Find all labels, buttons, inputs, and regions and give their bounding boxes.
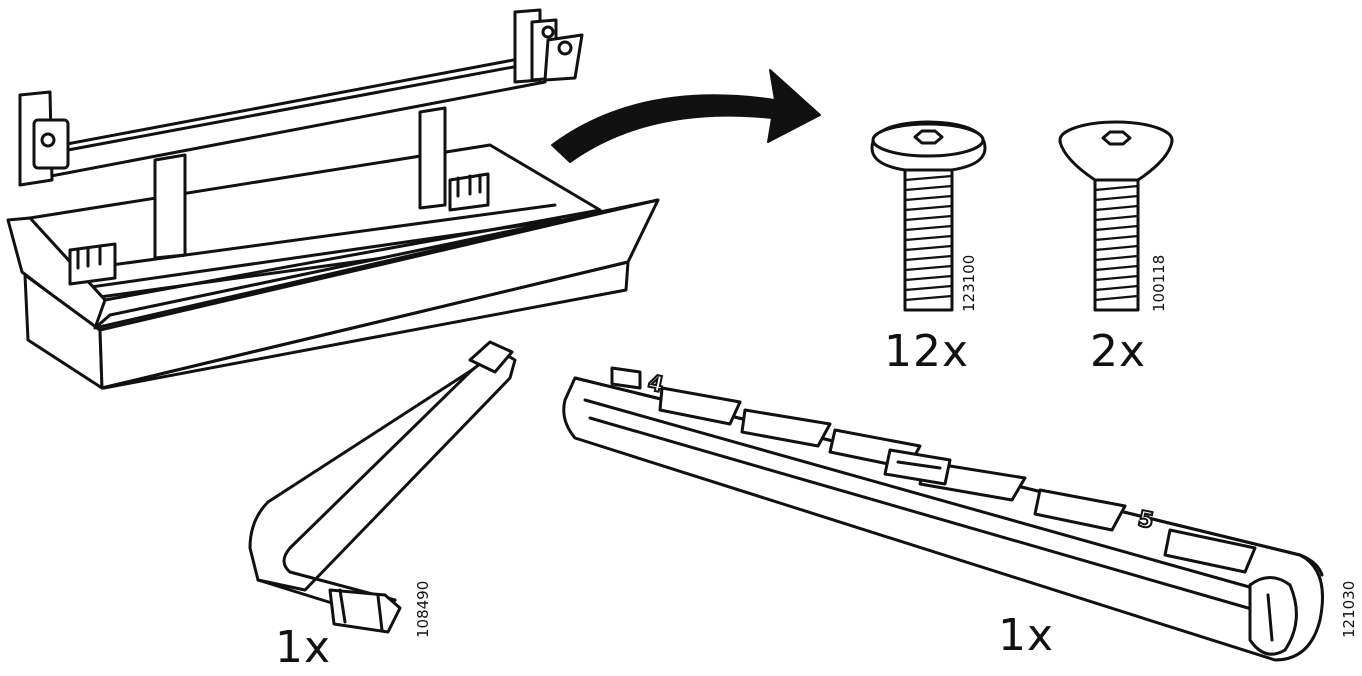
allen-key-icon bbox=[248, 340, 517, 634]
allen-key-quantity: 1x bbox=[275, 622, 332, 673]
flat-head-bolt-part-number: 123100 bbox=[960, 254, 978, 312]
countersunk-bolt-part-number: 100118 bbox=[1150, 254, 1168, 312]
connector-strip-icon bbox=[562, 366, 1324, 662]
countersunk-bolt-quantity: 2x bbox=[1090, 326, 1147, 377]
strip-part-number: 121030 bbox=[1340, 580, 1358, 638]
curved-arrow-icon bbox=[551, 69, 821, 163]
flat-head-bolt-quantity: 12x bbox=[884, 326, 970, 377]
strip-quantity: 1x bbox=[998, 610, 1055, 661]
bolt-icon bbox=[870, 120, 987, 312]
open-box-with-frame-icon bbox=[6, 8, 660, 390]
countersunk-bolt-icon bbox=[1058, 120, 1174, 312]
allen-key-part-number: 108490 bbox=[414, 580, 432, 638]
